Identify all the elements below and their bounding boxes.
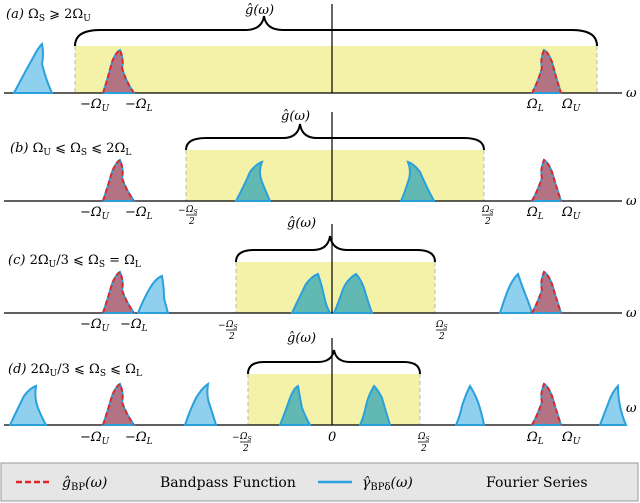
legend-bp-symbol: ĝBP(ω) (62, 474, 107, 493)
panel-title: (a) ΩS ⩾ 2ΩU (6, 7, 91, 24)
label-neg-omega-l: −ΩL (120, 317, 148, 334)
svg-text:2: 2 (242, 444, 249, 454)
svg-text:ΩS: ΩS (225, 320, 238, 331)
svg-text:−: − (178, 206, 186, 216)
ghat-label: ĝ(ω) (287, 331, 316, 346)
svg-text:2: 2 (438, 332, 445, 342)
ghat-label: ĝ(ω) (287, 216, 316, 231)
bp-pos-band (530, 382, 563, 426)
panel-c: ĝ(ω) (c) 2ΩU/3 ⩽ ΩS = ΩL ω −ΩU −ΩL − ΩS … (4, 216, 637, 342)
fs-copy-far-right (598, 383, 628, 426)
svg-text:2: 2 (484, 217, 491, 227)
axis-label-omega: ω (626, 306, 637, 321)
fs-copy-left-outer (136, 274, 170, 314)
label-neg-omega-u: −ΩU (80, 205, 110, 222)
fs-copy-left (234, 160, 272, 202)
label-neg-omega-u: −ΩU (80, 317, 110, 334)
panel-a: ĝ(ω) (a) ΩS ⩾ 2ΩU ω −ΩU −ΩL ΩL ΩU (4, 3, 637, 114)
ghat-label: ĝ(ω) (281, 109, 310, 124)
label-neg-omega-l: −ΩL (125, 97, 153, 114)
fs-copy-mid-left (183, 381, 218, 426)
bp-pos-band-outline (531, 158, 562, 202)
fs-copy-right (399, 160, 436, 202)
label-neg-omega-s-half: − ΩS 2 (232, 432, 252, 454)
svg-text:ΩS: ΩS (417, 432, 430, 443)
legend-fs-label: Fourier Series (486, 475, 588, 491)
bp-pos-band-outline (531, 382, 562, 426)
label-omega-s-half: ΩS 2 (417, 432, 430, 454)
ghat-label: ĝ(ω) (245, 3, 274, 18)
panel-title: (d) 2ΩU/3 ⩽ ΩS ⩽ ΩL (8, 362, 142, 379)
svg-text:2: 2 (228, 332, 235, 342)
bp-neg-band-outline (102, 270, 135, 314)
axis-label-omega: ω (626, 401, 637, 416)
label-omega-u: ΩU (561, 430, 581, 447)
label-neg-omega-u: −ΩU (80, 430, 110, 447)
panel-title: (c) 2ΩU/3 ⩽ ΩS = ΩL (8, 253, 141, 270)
axis-label-omega: ω (626, 86, 637, 101)
fs-copy-inner-left (278, 384, 312, 426)
label-neg-omega-l: −ΩL (125, 205, 153, 222)
svg-text:−: − (232, 433, 240, 443)
svg-text:ΩS: ΩS (435, 320, 448, 331)
label-omega-l: ΩL (526, 430, 544, 447)
label-omega-l: ΩL (526, 97, 544, 114)
bp-pos-band-outline (531, 270, 562, 314)
label-zero: 0 (328, 430, 336, 445)
svg-text:ΩS: ΩS (239, 432, 252, 443)
fs-copy-right-outer (498, 272, 534, 314)
panel-d: ĝ(ω) (d) 2ΩU/3 ⩽ ΩS ⩽ ΩL ω −ΩU −ΩL ΩL ΩU… (4, 331, 637, 454)
label-omega-u: ΩU (561, 97, 581, 114)
legend-fs-symbol: γ̂BPδ(ω) (362, 475, 413, 493)
curly-brace (247, 349, 421, 375)
bp-neg-band-outline (102, 48, 135, 94)
band-region (248, 374, 420, 425)
legend-bp-label: Bandpass Function (160, 475, 296, 491)
legend: ĝBP(ω) Bandpass Function γ̂BPδ(ω) Fourie… (0, 462, 639, 502)
label-neg-omega-u: −ΩU (80, 97, 110, 114)
curly-brace (235, 235, 436, 263)
label-omega-l: ΩL (526, 205, 544, 222)
bp-neg-band-outline (102, 158, 135, 202)
label-omega-u: ΩU (561, 205, 581, 222)
label-neg-omega-s-half: − ΩS 2 (218, 320, 238, 342)
bp-pos-band (530, 158, 563, 202)
fs-copy-inner-right (358, 384, 392, 426)
curly-brace (74, 15, 598, 47)
band-region (186, 150, 484, 201)
svg-text:ΩS: ΩS (481, 205, 494, 216)
bp-neg-band-outline (102, 382, 135, 426)
fs-copy-center-right (332, 272, 374, 314)
label-neg-omega-s-half: − ΩS 2 (178, 205, 198, 227)
axis-label-omega: ω (626, 194, 637, 209)
band-region (236, 262, 435, 313)
fs-copy-mid-right (454, 384, 486, 426)
panel-b: ĝ(ω) (b) ΩU ⩽ ΩS ⩽ 2ΩL ω −ΩU −ΩL ΩL ΩU −… (4, 109, 637, 227)
label-neg-omega-l: −ΩL (125, 430, 153, 447)
band-region (75, 46, 597, 93)
curly-brace (185, 123, 485, 151)
bp-pos-band-outline (531, 48, 562, 94)
bp-pos-band (530, 270, 563, 314)
panel-title: (b) ΩU ⩽ ΩS ⩽ 2ΩL (10, 141, 131, 158)
svg-text:2: 2 (188, 217, 195, 227)
label-omega-s-half: ΩS 2 (435, 320, 448, 342)
fs-copy-center-left (290, 272, 332, 314)
label-omega-s-half: ΩS 2 (481, 205, 494, 227)
fs-copy-far-left (8, 384, 48, 426)
svg-text:−: − (218, 321, 226, 331)
svg-text:ΩS: ΩS (185, 205, 198, 216)
svg-text:2: 2 (420, 444, 427, 454)
fs-copy-far-left (12, 41, 54, 94)
